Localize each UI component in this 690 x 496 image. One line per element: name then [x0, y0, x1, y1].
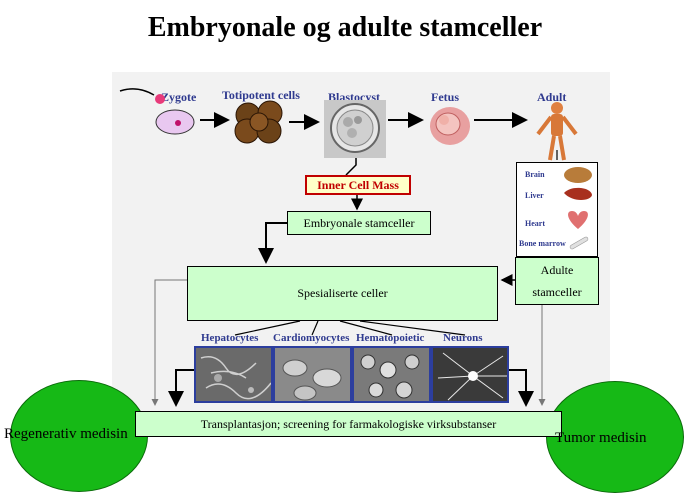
cell-type-cardiomyocytes: Cardiomyocytes — [273, 332, 350, 344]
organ-bone-marrow-label: Bone marrow — [519, 239, 566, 248]
hepatocytes-micrograph — [194, 346, 273, 403]
organ-liver-label: Liver — [525, 191, 544, 200]
brain-icon — [564, 167, 592, 183]
cell-type-neurons: Neurons — [443, 332, 483, 344]
page-title: Embryonale og adulte stamceller — [147, 12, 543, 43]
organ-brain-label: Brain — [525, 170, 545, 179]
embryonic-stem-cells-box: Embryonale stamceller — [287, 211, 431, 235]
fetus-label: Fetus — [431, 90, 459, 104]
adult-body-illustration — [536, 102, 578, 161]
cardiomyocytes-micrograph — [273, 346, 352, 403]
specialized-cells-box: Spesialiserte celler — [187, 266, 498, 321]
organ-icons — [564, 167, 592, 250]
inner-cell-mass-box: Inner Cell Mass — [305, 175, 411, 195]
adult-organs-box: Brain Liver Heart Bone marrow — [516, 162, 598, 257]
blastocyst-illustration — [324, 100, 386, 158]
fetus-illustration — [430, 107, 470, 145]
bone-icon — [569, 236, 589, 250]
adult-stem-cells-box: Adulte stamceller — [515, 257, 599, 305]
adult-stem-cells-line2: stamceller — [532, 285, 582, 299]
hematopoietic-micrograph — [352, 346, 431, 403]
zygote-label: Zygote — [161, 90, 197, 104]
adult-label: Adult — [537, 90, 567, 104]
cell-type-hematopoietic: Hematopoietic — [356, 332, 425, 344]
tumor-medicine-circle — [546, 381, 684, 493]
adult-stem-cells-line1: Adulte — [540, 263, 574, 277]
totipotent-cells-illustration — [234, 100, 283, 144]
zygote-illustration — [119, 88, 195, 135]
organ-heart-label: Heart — [525, 219, 545, 228]
totipotent-label: Totipotent cells — [222, 88, 300, 102]
cell-type-hepatocytes: Hepatocytes — [201, 332, 259, 344]
regenerative-medicine-label: Regenerativ medisin — [4, 426, 128, 442]
neurons-micrograph — [431, 346, 509, 403]
heart-icon — [568, 211, 588, 229]
tumor-medicine-label: Tumor medisin — [555, 430, 647, 446]
liver-icon — [564, 187, 592, 200]
transplantation-screening-bar: Transplantasjon; screening for farmakolo… — [135, 411, 562, 437]
